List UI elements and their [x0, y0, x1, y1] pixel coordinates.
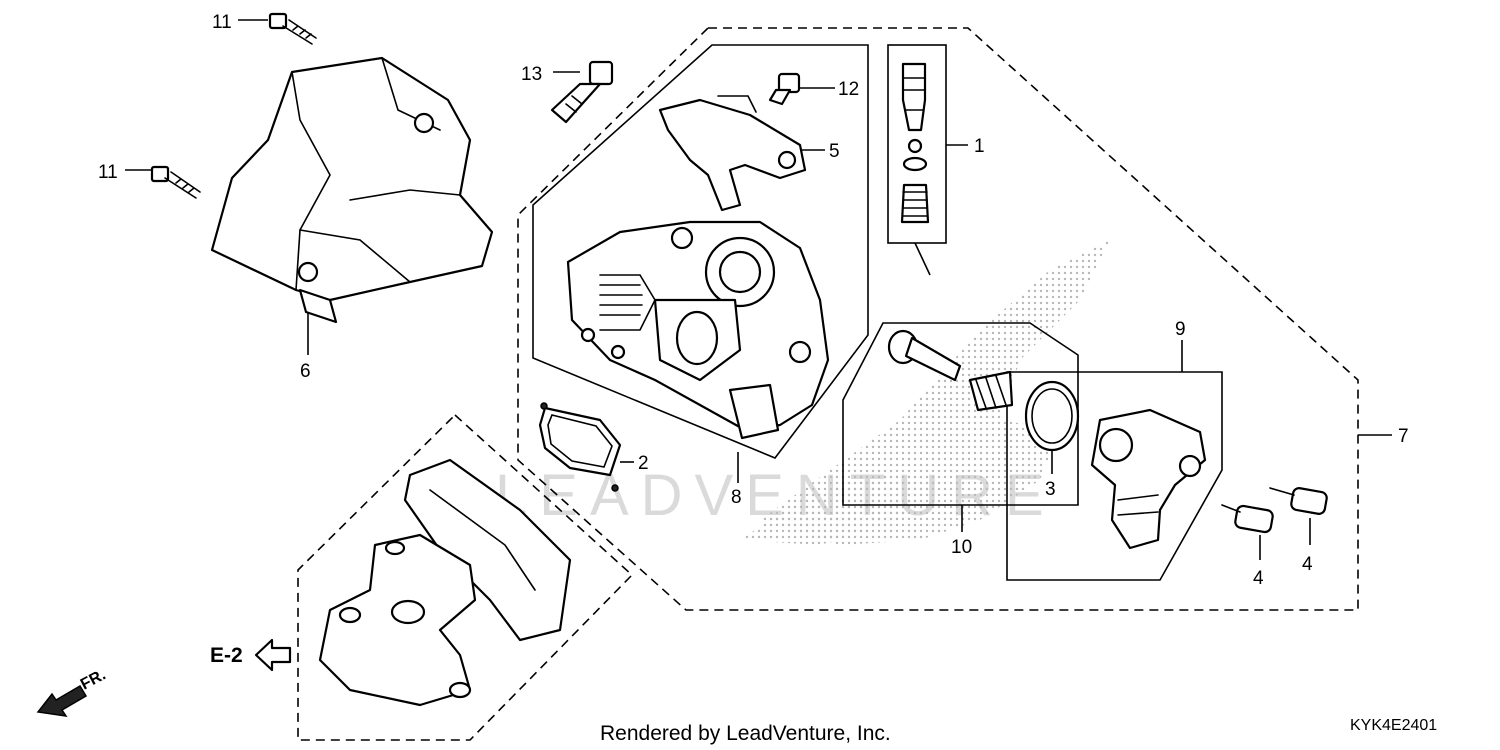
callout-8: 8: [731, 487, 742, 508]
manifold-insulator-part: [403, 458, 572, 642]
callout-13: 13: [521, 64, 542, 85]
heat-cover-part: [210, 56, 494, 324]
bracket-part: [658, 95, 807, 212]
callout-4-left: 4: [1253, 568, 1264, 589]
callout-7: 7: [1398, 426, 1409, 447]
spring-part: [968, 370, 1014, 412]
sensor-group-frame: [1006, 371, 1223, 581]
callout-3: 3: [1045, 479, 1056, 500]
sensor-part: [1090, 408, 1207, 550]
diagram-code: KYK4E2401: [1350, 717, 1437, 734]
intake-manifold-group-outline: [297, 413, 634, 741]
screw-icon: [1221, 504, 1274, 534]
callout-11-left: 11: [98, 162, 118, 183]
callout-9: 9: [1175, 319, 1186, 340]
bolt-icon: [150, 165, 201, 199]
bolt-icon: [768, 72, 801, 106]
throttle-body-assembly-outline: [517, 27, 1359, 611]
plunger-part: [887, 329, 962, 382]
injector-part: [900, 62, 930, 224]
arrow-left-outline-icon: [254, 638, 292, 672]
bolt-icon: [268, 12, 317, 45]
screw-icon: [1269, 487, 1328, 515]
callout-10: 10: [951, 537, 972, 558]
callout-6: 6: [300, 361, 311, 382]
callout-5: 5: [829, 141, 840, 162]
callout-12: 12: [838, 79, 859, 100]
leader-lines: [125, 19, 1392, 560]
o-ring-part: [1024, 380, 1080, 452]
watermark-text: LEADVENTURE: [495, 463, 1056, 528]
bolt-icon: [550, 60, 614, 124]
throttle-body-part: [566, 220, 830, 440]
callout-11-top: 11: [212, 12, 232, 33]
reference-label[interactable]: E-2: [210, 644, 243, 667]
callout-4-right: 4: [1302, 554, 1313, 575]
idle-air-valve-group-frame: [842, 322, 1079, 506]
honda-wing-watermark: [740, 240, 1110, 545]
injector-group-frame: [887, 44, 947, 244]
intake-manifold-part: [318, 533, 477, 707]
gasket-part: [538, 402, 622, 492]
throttle-body-sub-assy-frame: [532, 44, 869, 459]
callout-2: 2: [638, 453, 649, 474]
front-arrow-icon: FR.: [36, 666, 109, 717]
callout-1: 1: [974, 136, 985, 157]
footer-credit: Rendered by LeadVenture, Inc.: [600, 722, 891, 745]
